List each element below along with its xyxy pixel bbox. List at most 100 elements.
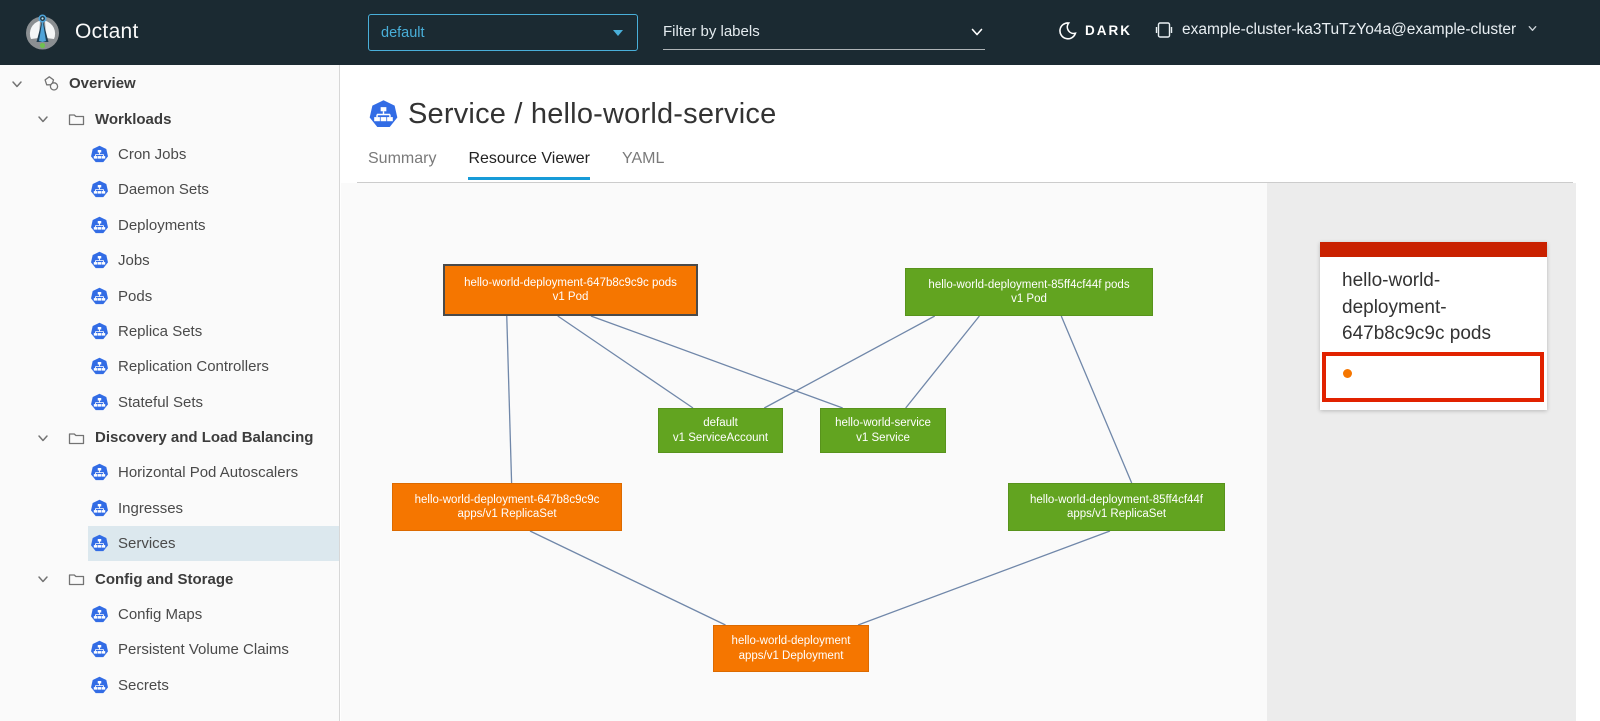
sidebar-item-persistent-volume-claims[interactable]: Persistent Volume Claims [0, 632, 339, 667]
cronjob-icon [90, 145, 109, 164]
sidebar-item-cron-jobs[interactable]: Cron Jobs [0, 137, 339, 172]
sidebar-item-label: Workloads [95, 110, 172, 128]
tab-divider [357, 182, 1573, 183]
page-header: Service / hello-world-service [368, 98, 776, 131]
namespace-select-value: default [381, 24, 425, 41]
sidebar-item-label: Horizontal Pod Autoscalers [118, 464, 299, 482]
caret-down-icon [613, 29, 623, 36]
sidebar-item-ingresses[interactable]: Ingresses [0, 491, 339, 526]
deployment-icon [90, 216, 109, 235]
sidebar-item-replica-sets[interactable]: Replica Sets [0, 314, 339, 349]
replicationcontroller-icon [90, 357, 109, 376]
cluster-icon [1155, 21, 1173, 39]
sidebar-item-secrets[interactable]: Secrets [0, 668, 339, 703]
selected-resource-card: hello-world-deployment-647b8c9c9c pods [1320, 242, 1547, 410]
graph-edge-pod-85f-sa-default [763, 315, 936, 409]
graph-edge-pod-647-sa-default [557, 315, 694, 409]
pod-status-box [1322, 352, 1544, 402]
service-icon [90, 534, 109, 553]
graph-edge-rs-647-deploy [529, 530, 726, 626]
node-sublabel: v1 Pod [552, 291, 589, 303]
sidebar-item-label: Stateful Sets [118, 393, 204, 411]
folder-icon [67, 570, 86, 589]
graph-edge-pod-85f-rs-85f [1060, 315, 1133, 484]
sidebar-item-label: Ingresses [118, 499, 184, 517]
node-label: hello-world-deployment-647b8c9c9c pods [464, 276, 677, 289]
sidebar-item-label: Pods [118, 287, 153, 305]
job-icon [90, 251, 109, 270]
folder-icon [67, 110, 86, 129]
node-label: hello-world-deployment [731, 635, 851, 647]
graph-node-rs-647[interactable]: hello-world-deployment-647b8c9c9c apps/v1… [392, 483, 622, 531]
sidebar-item-config-maps[interactable]: Config Maps [0, 597, 339, 632]
sidebar-item-pods[interactable]: Pods [0, 278, 339, 313]
status-bar [1320, 242, 1547, 257]
sidebar-item-services[interactable]: Services [0, 526, 339, 562]
node-label: hello-world-deployment-85ff4cf44f [1029, 493, 1204, 506]
theme-toggle-label: DARK [1085, 23, 1132, 38]
chevron-down-icon[interactable] [36, 572, 50, 586]
sidebar-item-label: Replication Controllers [118, 358, 269, 376]
sidebar-item-label: Jobs [118, 252, 150, 270]
sidebar-item-label: Deployments [118, 216, 206, 234]
sidebar-item-label: Replica Sets [118, 322, 203, 340]
app-header: Octant default DARK example-cluster-ka3T… [0, 0, 1600, 65]
tab-resource-viewer[interactable]: Resource Viewer [468, 150, 590, 180]
sidebar-item-label: Discovery and Load Balancing [95, 429, 314, 447]
sidebar-item-deployments[interactable]: Deployments [0, 208, 339, 243]
graph-node-pod-647[interactable]: hello-world-deployment-647b8c9c9c pods v1… [443, 264, 698, 316]
resource-graph: hello-world-deployment-647b8c9c9c pods v1… [341, 183, 1267, 721]
sidebar-item-workloads[interactable]: Workloads [0, 101, 339, 136]
sidebar-item-label: Overview [69, 75, 136, 93]
cluster-context[interactable]: example-cluster-ka3TuTzYo4a@example-clus… [1155, 21, 1538, 39]
main-content: Service / hello-world-service Summary Re… [341, 65, 1600, 721]
pod-icon [90, 287, 109, 306]
sidebar-item-horizontal-pod-autoscalers[interactable]: Horizontal Pod Autoscalers [0, 455, 339, 490]
sidebar-item-label: Services [118, 535, 176, 553]
node-sublabel: v1 Pod [1011, 293, 1047, 305]
selected-resource-title: hello-world-deployment-647b8c9c9c pods [1342, 270, 1491, 344]
cluster-context-label: example-cluster-ka3TuTzYo4a@example-clus… [1182, 21, 1517, 38]
chevron-down-icon [1527, 21, 1538, 39]
chevron-down-icon[interactable] [36, 431, 50, 445]
graph-edge-pod-647-rs-647 [506, 315, 513, 484]
pvc-icon [90, 640, 109, 659]
node-label: hello-world-service [835, 417, 931, 429]
statefulset-icon [90, 393, 109, 412]
chevron-down-icon[interactable] [10, 77, 24, 91]
sidebar-item-daemon-sets[interactable]: Daemon Sets [0, 172, 339, 207]
sidebar-item-stateful-sets[interactable]: Stateful Sets [0, 385, 339, 420]
detail-panel: hello-world-deployment-647b8c9c9c pods [1267, 183, 1576, 721]
app-title: Octant [75, 20, 139, 43]
sidebar-item-jobs[interactable]: Jobs [0, 243, 339, 278]
configmap-icon [90, 605, 109, 624]
node-label: hello-world-deployment-647b8c9c9c [414, 493, 600, 506]
sidebar-item-label: Config Maps [118, 606, 203, 624]
sidebar-item-config-and-storage[interactable]: Config and Storage [0, 561, 339, 596]
sidebar-item-overview[interactable]: Overview [0, 66, 339, 101]
graph-node-deploy[interactable]: hello-world-deployment apps/v1 Deployment [713, 625, 869, 672]
namespace-select[interactable]: default [368, 14, 638, 51]
graph-edge-pod-85f-svc [905, 315, 980, 409]
chevron-down-icon[interactable] [36, 112, 50, 126]
chevron-down-icon[interactable] [969, 24, 985, 40]
tab-yaml[interactable]: YAML [622, 150, 665, 167]
pod-status-dot[interactable] [1343, 369, 1352, 378]
octant-logo [22, 12, 63, 53]
node-sublabel: apps/v1 Deployment [738, 649, 844, 662]
sidebar-item-label: Persistent Volume Claims [118, 641, 289, 659]
sidebar-item-label: Config and Storage [95, 570, 234, 588]
sidebar-item-replication-controllers[interactable]: Replication Controllers [0, 349, 339, 384]
sidebar-item-discovery-and-load-balancing[interactable]: Discovery and Load Balancing [0, 420, 339, 455]
secret-icon [90, 676, 109, 695]
node-sublabel: apps/v1 ReplicaSet [457, 508, 557, 520]
tab-summary[interactable]: Summary [368, 150, 437, 167]
theme-toggle[interactable]: DARK [1058, 21, 1132, 40]
page-title: Service / hello-world-service [408, 98, 777, 130]
label-filter-input[interactable] [663, 23, 969, 40]
